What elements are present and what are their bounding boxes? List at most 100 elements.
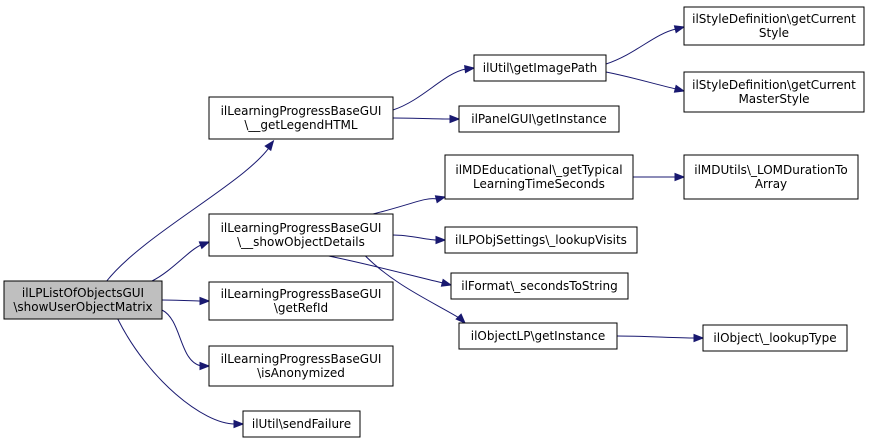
edge-root-to-isanon (161, 309, 211, 371)
arrowhead-icon (449, 114, 461, 124)
node-box (242, 410, 361, 438)
node-label: ilStyleDefinition\getCurrent (692, 78, 856, 92)
arrowhead-icon (435, 235, 447, 245)
edge-line (392, 117, 452, 120)
arrowhead-icon (198, 241, 211, 250)
node-label: \getRefId (274, 301, 328, 315)
edge-showobj-to-format (328, 255, 453, 287)
node-label: \isAnonymized (257, 366, 345, 380)
node-label: ilLPListOfObjectsGUI (22, 286, 144, 300)
node-panel[interactable]: ilPanelGUI\getInstance (458, 105, 620, 133)
node-imgpath[interactable]: ilUtil\getImagePath (473, 54, 607, 82)
node-label: MasterStyle (738, 92, 809, 106)
node-label: ilUtil\sendFailure (252, 417, 351, 431)
edge-root-to-showobj (151, 241, 211, 282)
node-label: ilMDUtils\_LOMDurationTo (694, 163, 848, 177)
node-box (208, 213, 394, 257)
node-box (208, 281, 394, 321)
node-box (473, 54, 607, 82)
node-isanon[interactable]: ilLearningProgressBaseGUI\isAnonymized (208, 345, 394, 387)
node-box (444, 226, 638, 254)
edge-legend-to-panel (392, 114, 461, 124)
arrowhead-icon (264, 139, 275, 152)
arrowhead-icon (455, 313, 466, 324)
edge-legend-to-imgpath (392, 64, 476, 111)
edge-root-to-sendfail (117, 318, 245, 429)
edge-line (161, 299, 202, 302)
edge-line (151, 244, 202, 282)
edge-line (365, 255, 462, 320)
node-box (444, 154, 634, 200)
node-sendfail[interactable]: ilUtil\sendFailure (242, 410, 361, 438)
edge-line (106, 140, 274, 282)
edge-showobj-to-objlp (365, 255, 466, 324)
edge-showobj-to-lpvisits (392, 234, 447, 245)
node-label: ilStyleDefinition\getCurrent (692, 12, 856, 26)
edge-objlp-to-lookuptype (616, 333, 705, 343)
edge-line (372, 198, 438, 215)
node-box (208, 96, 394, 140)
arrowhead-icon (464, 64, 476, 74)
node-label: ilObjectLP\getInstance (471, 329, 605, 343)
node-getrefid[interactable]: ilLearningProgressBaseGUI\getRefId (208, 281, 394, 321)
node-box (458, 322, 618, 350)
node-label: \__getLegendHTML (244, 118, 358, 132)
edge-line (605, 71, 677, 90)
node-label: ilLearningProgressBaseGUI (221, 352, 382, 366)
node-label: \showUserObjectMatrix (13, 300, 152, 314)
node-root[interactable]: ilLPListOfObjectsGUI\showUserObjectMatri… (3, 280, 163, 320)
node-lpvisits[interactable]: ilLPObjSettings\_lookupVisits (444, 226, 638, 254)
node-box (683, 71, 865, 113)
arrowhead-icon (440, 278, 453, 287)
node-label: Style (759, 26, 789, 40)
node-label: ilLearningProgressBaseGUI (221, 221, 382, 235)
edge-line (616, 335, 696, 339)
node-label: \__showObjectDetails (237, 235, 365, 249)
node-lookuptype[interactable]: ilObject\_lookupType (702, 324, 848, 352)
node-box (3, 280, 163, 320)
node-legend[interactable]: ilLearningProgressBaseGUI\__getLegendHTM… (208, 96, 394, 140)
arrowhead-icon (693, 333, 705, 343)
edge-imgpath-to-curstyle (605, 25, 686, 65)
node-mdedu[interactable]: ilMDEducational\_getTypicalLearningTimeS… (444, 154, 634, 200)
node-label: ilLearningProgressBaseGUI (221, 104, 382, 118)
edges (106, 25, 705, 429)
edge-root-to-getrefid (161, 296, 211, 306)
edge-line (392, 234, 438, 241)
node-label: ilUtil\getImagePath (483, 61, 598, 75)
edge-line (328, 255, 444, 284)
node-label: ilObject\_lookupType (713, 331, 836, 345)
edge-mdedu-to-lomdur (632, 172, 686, 182)
edge-showobj-to-mdedu (372, 195, 447, 215)
edge-line (117, 318, 236, 425)
arrowhead-icon (199, 296, 211, 306)
node-format[interactable]: ilFormat\_secondsToString (450, 272, 629, 300)
arrowhead-icon (434, 195, 447, 204)
node-box (458, 105, 620, 133)
node-label: ilFormat\_secondsToString (461, 279, 618, 293)
edge-line (392, 68, 467, 111)
node-box (683, 6, 865, 46)
arrowhead-icon (199, 361, 211, 371)
edge-imgpath-to-curmaster (605, 71, 686, 93)
edge-line (605, 28, 677, 65)
arrowhead-icon (673, 25, 686, 34)
node-label: Array (755, 177, 787, 191)
arrowhead-icon (674, 172, 686, 182)
node-objlp[interactable]: ilObjectLP\getInstance (458, 322, 618, 350)
node-label: LearningTimeSeconds (473, 177, 605, 191)
arrowhead-icon (673, 84, 686, 93)
node-showobj[interactable]: ilLearningProgressBaseGUI\__showObjectDe… (208, 213, 394, 257)
node-label: ilLearningProgressBaseGUI (221, 287, 382, 301)
edge-root-to-legend (106, 139, 275, 282)
node-label: ilPanelGUI\getInstance (471, 112, 606, 126)
node-box (702, 324, 848, 352)
node-label: ilLPObjSettings\_lookupVisits (455, 233, 627, 247)
node-box (208, 345, 394, 387)
arrowhead-icon (233, 419, 245, 429)
